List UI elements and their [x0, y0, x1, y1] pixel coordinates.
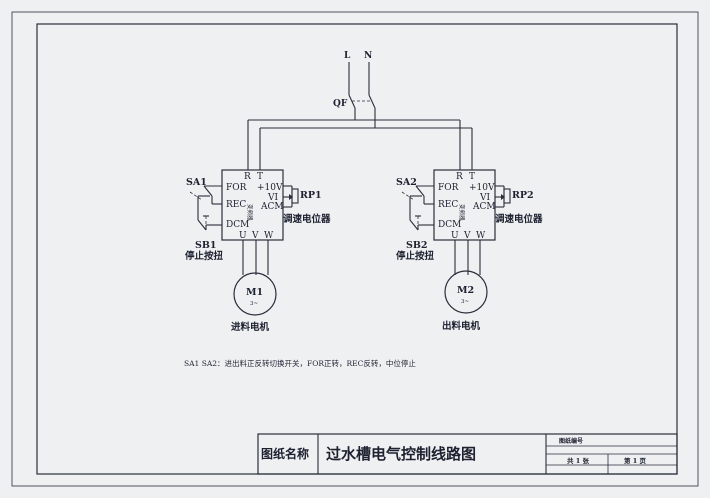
power-supply: L N QF	[247, 51, 473, 170]
right-stop-label: 停止按扭	[396, 250, 435, 262]
l-label: L	[344, 51, 351, 61]
right-vfd-10v: +10V	[469, 183, 495, 193]
left-motor-label: M1	[246, 287, 263, 298]
right-vfd-dcm: DCM	[438, 220, 461, 230]
left-drive-circuit: R T FOR +10V VI REC ACM 变频器 DCM U V W SA…	[185, 169, 331, 333]
left-pot-label: 调速电位器	[283, 213, 331, 225]
right-vfd-w: W	[476, 231, 486, 241]
page-number-label: 第 1 页	[624, 456, 647, 465]
left-vfd-dcm: DCM	[226, 220, 249, 230]
qf-contact-n	[368, 94, 376, 109]
right-rp-label: RP2	[512, 190, 534, 201]
right-drive-circuit: R T FOR +10V VI REC ACM 变频器 DCM U V W SA…	[396, 169, 543, 332]
left-stop-label: 停止按扭	[185, 250, 224, 262]
right-motor-symbol	[444, 270, 488, 314]
left-motor-caption: 进料电机	[231, 321, 270, 333]
right-vfd-acm: ACM	[472, 202, 496, 212]
qf-label: QF	[333, 99, 348, 109]
left-vfd-r: R	[244, 172, 251, 182]
left-vfd-box	[221, 169, 284, 241]
title-block: 图纸名称 过水槽电气控制线路图 图纸编号 共 1 张 第 1 页	[257, 433, 678, 475]
left-motor-phase: 3~	[250, 301, 258, 307]
drawing-title: 过水槽电气控制线路图	[326, 445, 476, 463]
left-sb-label: SB1	[195, 240, 217, 251]
right-vfd-rec: REC	[438, 200, 458, 210]
right-rp-resistor	[503, 188, 511, 204]
right-vfd-v: V	[463, 231, 471, 241]
left-motor-symbol	[233, 272, 277, 316]
drawing-number-label: 图纸编号	[559, 437, 583, 445]
right-motor-label: M2	[457, 285, 474, 296]
left-vfd-w: W	[264, 231, 274, 241]
left-vfd-vi: VI	[267, 193, 278, 203]
total-sheets-label: 共 1 张	[567, 456, 590, 465]
left-vfd-rec: REC	[226, 200, 246, 210]
left-vfd-for: FOR	[226, 183, 247, 193]
left-vfd-u: U	[239, 231, 247, 241]
right-vfd-t: T	[469, 172, 475, 182]
legend-note: SA1 SA2：进出料正反转切换开关，FOR正转，REC反转，中位停止	[184, 358, 416, 368]
left-vfd-inner-label: 变频器	[246, 204, 254, 221]
right-vfd-box	[433, 169, 496, 241]
left-rp-label: RP1	[300, 190, 322, 201]
left-vfd-acm: ACM	[260, 202, 284, 212]
title-block-name-label: 图纸名称	[261, 446, 309, 461]
right-vfd-r: R	[456, 172, 463, 182]
n-label: N	[364, 51, 372, 61]
right-motor-caption: 出料电机	[442, 320, 481, 332]
left-sa-label: SA1	[186, 177, 207, 188]
outer-border	[11, 11, 699, 487]
right-vfd-vi: VI	[479, 193, 490, 203]
qf-contact-l	[348, 94, 356, 109]
left-rp-resistor	[291, 188, 299, 204]
right-vfd-inner-label: 变频器	[458, 204, 466, 221]
left-vfd-t: T	[257, 172, 263, 182]
right-sa-label: SA2	[396, 177, 417, 188]
right-sb-label: SB2	[406, 240, 428, 251]
right-vfd-for: FOR	[438, 183, 459, 193]
left-vfd-v: V	[251, 231, 259, 241]
right-motor-phase: 3~	[461, 299, 469, 305]
left-vfd-10v: +10V	[257, 183, 283, 193]
right-pot-label: 调速电位器	[495, 213, 543, 225]
right-vfd-u: U	[451, 231, 459, 241]
